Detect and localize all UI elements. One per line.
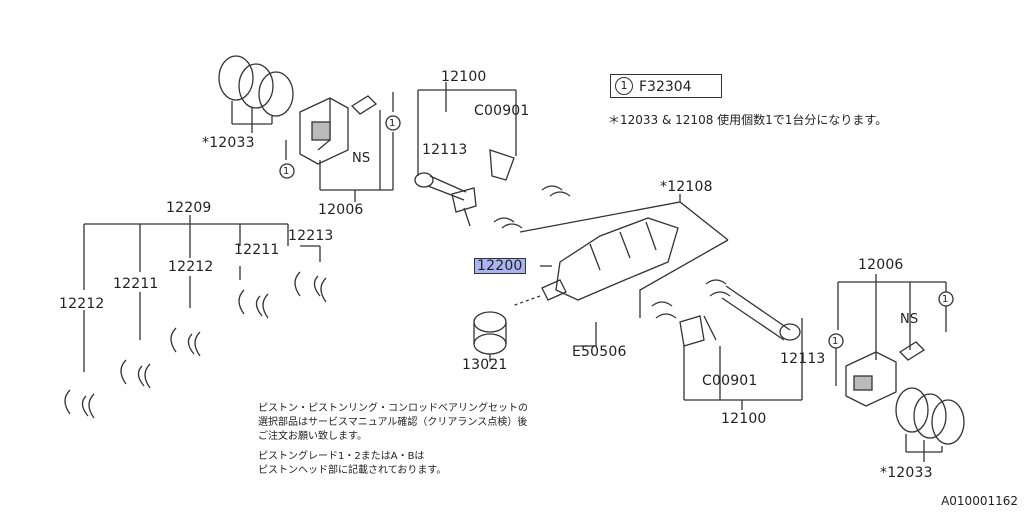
crankshaft-label[interactable]: 12200 bbox=[474, 258, 526, 274]
crank-bearing-label: *12108 bbox=[660, 179, 713, 195]
connecting-rod-top-icon bbox=[414, 149, 515, 227]
rod-top-label: 12100 bbox=[441, 69, 487, 85]
piston-left-label: 12006 bbox=[318, 202, 364, 218]
circle-1-marker: 1 bbox=[942, 294, 949, 305]
connecting-rod-bottom-icon bbox=[679, 285, 801, 347]
piston-right-label: 12006 bbox=[858, 257, 904, 273]
note-line: ピストングレード1・2またはA・Bは bbox=[258, 451, 425, 462]
circle-1-marker: 1 bbox=[389, 118, 396, 129]
pulley-icon bbox=[473, 311, 507, 355]
note-line: ピストン・ピストンリング・コンロッドベアリングセットの bbox=[258, 403, 528, 414]
piston-right-icon bbox=[845, 351, 897, 407]
piston-pin-right-icon bbox=[898, 341, 926, 361]
piston-ring-right-label: *12033 bbox=[880, 465, 933, 481]
note-line: ピストンヘッド部に記載されております。 bbox=[258, 465, 447, 476]
bearing-12212-a-label: 12212 bbox=[59, 296, 105, 312]
ns-left-label: NS bbox=[352, 151, 371, 166]
reference-box: 1 F32304 bbox=[610, 74, 722, 98]
piston-pin-left-icon bbox=[350, 95, 378, 115]
bearing-12211-b-label: 12211 bbox=[234, 242, 280, 258]
bolt-top-label: C00901 bbox=[474, 103, 530, 119]
pulley-label: 13021 bbox=[462, 357, 508, 373]
note-line: ご注文お願い致します。 bbox=[258, 431, 367, 442]
key-label: E50506 bbox=[572, 344, 627, 360]
footer-code: A010001162 bbox=[941, 494, 1018, 508]
circle-1-marker: 1 bbox=[832, 336, 839, 347]
reference-code: F32304 bbox=[639, 79, 692, 95]
bolt-bottom-label: C00901 bbox=[702, 373, 758, 389]
note-line: 選択部品はサービスマニュアル確認（クリアランス点検）後 bbox=[258, 417, 528, 428]
bearing-12211-a-label: 12211 bbox=[113, 276, 159, 292]
piston-ring-left-label: *12033 bbox=[202, 135, 255, 151]
piston-rings-right-icon bbox=[895, 387, 965, 445]
piston-left-icon bbox=[299, 97, 349, 165]
nut-bottom-label: 12113 bbox=[780, 351, 826, 367]
reference-circle: 1 bbox=[615, 77, 633, 95]
bearing-12213-label: 12213 bbox=[288, 228, 334, 244]
piston-rings-left-icon bbox=[218, 55, 294, 117]
crankshaft-icon bbox=[541, 217, 679, 301]
bearing-12212-b-label: 12212 bbox=[168, 259, 214, 275]
circle-1-marker: 1 bbox=[283, 166, 290, 177]
ns-right-label: NS bbox=[900, 312, 919, 327]
bearings-main-label: 12209 bbox=[166, 200, 212, 216]
bearing-shell-icons bbox=[64, 271, 327, 419]
usage-note: ＊12033 & 12108 使用個数1で1台分になります。 bbox=[608, 113, 888, 127]
rod-bottom-label: 12100 bbox=[721, 411, 767, 427]
nut-top-label: 12113 bbox=[422, 142, 468, 158]
